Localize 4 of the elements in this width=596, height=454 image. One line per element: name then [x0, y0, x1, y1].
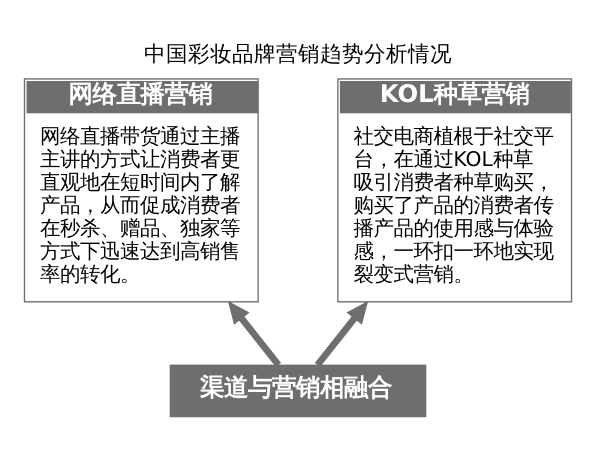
node-box: 渠道与营销相融合 [170, 364, 426, 417]
diagram-title: 中国彩妆品牌营销趋势分析情况 [144, 42, 452, 67]
arrow [228, 300, 282, 367]
arrow [314, 300, 368, 367]
